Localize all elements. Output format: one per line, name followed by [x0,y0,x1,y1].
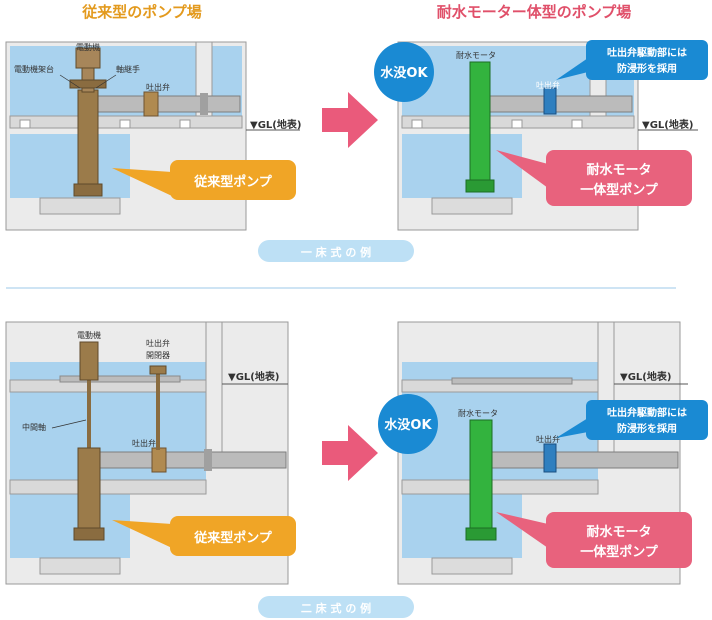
gl-label-right: ▼GL(地表) [642,118,693,131]
label-submersible-motor-bottom: 耐水モータ [458,408,498,418]
bubble-text: 水没OK [380,65,428,81]
label-motor: 電動機 [76,42,100,52]
valve-blue [543,87,557,115]
top-right-panel: 耐水モータ 吐出弁 ▼GL(地表) 水没OK 吐出弁駆動部には 防浸形を採用 耐… [374,40,708,231]
waterproof-bubble [374,42,434,102]
arrow-right-icon-bottom [322,425,378,481]
label-valve-bottom: 吐出弁 [132,438,156,448]
waterproof-bubble-bottom [378,394,438,454]
note-box-bottom [586,400,708,440]
label-motor-bottom: 電動機 [77,330,101,340]
callout-conventional [170,160,296,200]
callout-conventional-text: 従来型ポンプ [193,174,273,190]
caption-double-floor [258,596,414,618]
callout-submersible-bottom [546,512,692,568]
label-intermediate-shaft: 中間軸 [22,422,46,432]
note-line2-bottom: 防浸形を採用 [617,422,677,435]
note-line2: 防浸形を採用 [617,62,677,75]
label-valve-right: 吐出弁 [536,80,560,90]
caption-double-floor-text: 二 床 式 の 例 [301,601,371,615]
note-box [586,40,708,80]
label-coupling: 軸継手 [116,64,140,74]
gl-label-bottom: ▼GL(地表) [228,370,279,383]
gl-label-right-bottom: ▼GL(地表) [620,370,671,383]
caption-single-floor-text: 一 床 式 の 例 [301,245,371,259]
valve-blue-bottom [543,443,557,473]
callout-submersible-line1: 耐水モータ [586,162,651,178]
label-valve: 吐出弁 [146,82,170,92]
label-motor-stand: 電動機架台 [14,64,54,74]
bottom-left-panel: 電動機 吐出弁 開閉器 中間軸 吐出弁 ▼GL(地表) 従来型ポンプ [5,321,296,585]
pump-green-bottom [469,419,493,539]
callout-conventional-bottom [170,516,296,556]
note-line1: 吐出弁駆動部には [607,46,687,59]
callout-submersible-bottom-line2: 一体型ポンプ [580,544,659,560]
callout-conventional-bottom-text: 従来型ポンプ [193,530,273,546]
caption-single-floor [258,240,414,262]
note-line1-bottom: 吐出弁駆動部には [607,406,687,419]
header-conventional: 従来型のポンプ場 [81,3,202,21]
label-submersible-motor: 耐水モータ [456,50,496,60]
pump-green [469,61,491,193]
arrow-right-icon [322,92,378,148]
bottom-right-panel: 耐水モータ 吐出弁 ▼GL(地表) 水没OK 吐出弁駆動部には 防浸形を採用 耐… [378,321,708,585]
label-valve-right-bottom: 吐出弁 [536,434,560,444]
callout-submersible [546,150,692,206]
header-submersible: 耐水モーター体型のポンプ場 [437,3,632,21]
callout-submersible-bottom-line1: 耐水モータ [586,524,651,540]
label-valve-operator-1: 吐出弁 [146,338,170,348]
callout-submersible-line2: 一体型ポンプ [580,182,659,198]
gl-label: ▼GL(地表) [250,118,301,131]
bubble-text-bottom: 水没OK [384,417,432,433]
label-valve-operator-2: 開閉器 [146,351,170,360]
top-left-panel: 電動機 電動機架台 軸継手 吐出弁 ▼GL(地表) 従来型ポンプ [5,41,301,231]
